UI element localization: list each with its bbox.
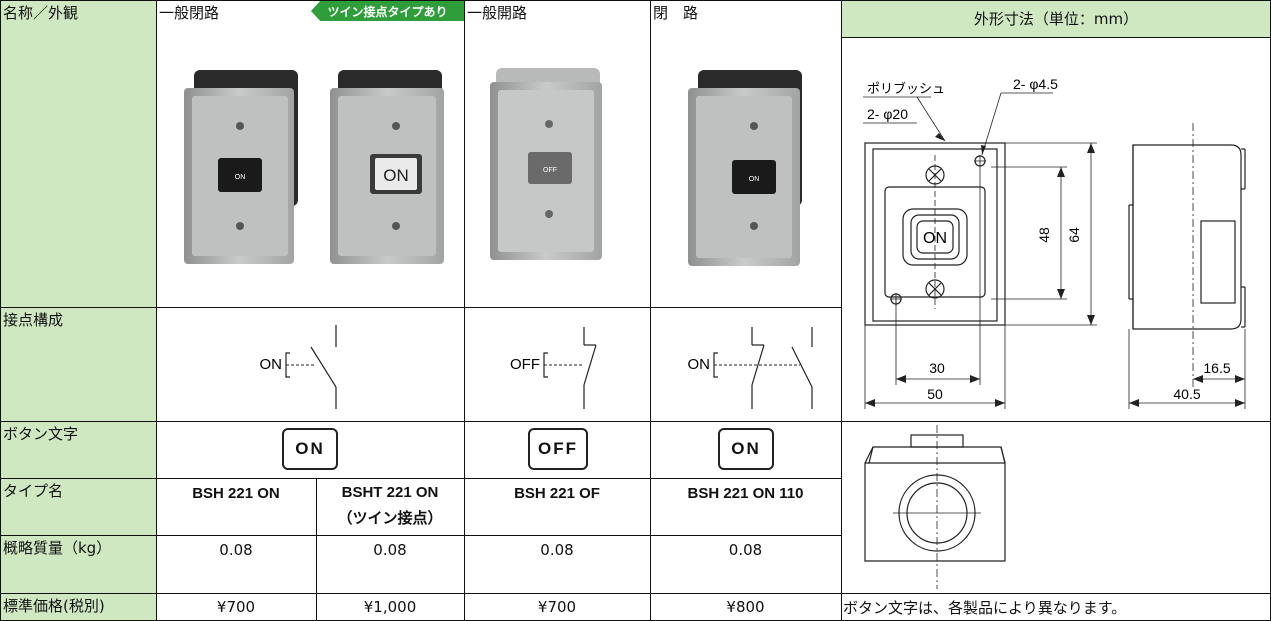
- weight-4-text: 0.08: [728, 541, 763, 559]
- price-2-text: ¥1,000: [363, 598, 417, 616]
- col-header-2: 一般開路: [464, 0, 650, 30]
- photo-box-3: OFF: [490, 68, 602, 260]
- price-3: ¥700: [464, 593, 650, 621]
- dim-hole-large-label: 2- φ20: [867, 106, 908, 122]
- price-4: ¥800: [650, 593, 841, 621]
- dim-50-label: 50: [927, 386, 943, 402]
- product-photos: ON ON OFF ON: [184, 68, 802, 266]
- photo-1-label: ON: [235, 174, 246, 181]
- footnote-text: ボタン文字は、各製品により異なります。: [843, 599, 1127, 617]
- price-3-text: ¥700: [537, 598, 577, 616]
- dimension-header: 外形寸法（単位：mm）: [841, 0, 1271, 37]
- label-price-text: 標準価格(税別): [3, 597, 105, 615]
- grid-col3: [464, 0, 465, 621]
- contact-3-label: ON: [688, 356, 711, 373]
- photo-3-label: OFF: [543, 167, 557, 174]
- grid-col5: [841, 0, 842, 621]
- weight-3: 0.08: [464, 535, 650, 565]
- dim-48-label: 48: [1036, 227, 1052, 243]
- button-char-2-text: OFF: [538, 439, 578, 458]
- photo-4-label: ON: [749, 176, 760, 183]
- label-contacts: 接点構成: [0, 307, 156, 421]
- weight-4: 0.08: [650, 535, 841, 565]
- contact-diagram-2: OFF: [510, 327, 597, 409]
- contact-1-label: ON: [260, 356, 283, 373]
- grid-row1: [0, 307, 841, 308]
- price-1-text: ¥700: [216, 598, 256, 616]
- dim-64-label: 64: [1066, 227, 1082, 243]
- contact-diagram-1: ON: [260, 325, 337, 409]
- type-name-2-line1: BSHT 221 ON: [341, 484, 439, 501]
- label-button-text: ボタン文字: [0, 421, 156, 478]
- dim-bushing-label: ポリブッシュ: [867, 81, 945, 96]
- dim-on-mark: ON: [923, 230, 947, 247]
- photo-box-1: ON: [184, 70, 298, 264]
- weight-1: 0.08: [156, 535, 316, 565]
- type-name-3: BSH 221 OF: [464, 478, 650, 508]
- grid-row5: [0, 593, 1271, 594]
- weight-2-text: 0.08: [373, 541, 407, 559]
- weight-3-text: 0.08: [540, 541, 574, 559]
- dim-40-5-label: 40.5: [1173, 386, 1200, 402]
- label-price: 標準価格(税別): [0, 593, 156, 621]
- label-weight: 概略質量（kg）: [0, 535, 156, 593]
- label-contacts-text: 接点構成: [3, 311, 64, 329]
- type-name-1: BSH 221 ON: [156, 478, 316, 508]
- label-name-text: 名称／外観: [3, 4, 79, 22]
- type-name-2-line2: （ツイン接点）: [337, 510, 443, 527]
- grid-row3: [0, 478, 841, 479]
- type-name-2: BSHT 221 ON （ツイン接点）: [316, 478, 464, 535]
- dim-hole-small-label: 2- φ4.5: [1013, 76, 1058, 92]
- grid-header-line: [841, 37, 1271, 38]
- label-weight-text: 概略質量（kg）: [3, 539, 112, 557]
- button-char-2: OFF: [528, 428, 588, 470]
- price-1: ¥700: [156, 593, 316, 621]
- price-2: ¥1,000: [316, 593, 464, 621]
- grid-col1: [156, 0, 157, 621]
- dimension-drawing: ポリブッシュ 2- φ20 2- φ4.5 ON 48 64 30 50 16.…: [863, 76, 1246, 409]
- footnote: ボタン文字は、各製品により異なります。: [843, 597, 1271, 621]
- label-button-text-text: ボタン文字: [3, 425, 79, 443]
- grid-col0: [0, 0, 1, 621]
- button-char-3-text: ON: [731, 439, 761, 458]
- col-header-3: 閉 路: [650, 0, 841, 30]
- photo-box-2: ON: [330, 70, 444, 264]
- grid-top: [0, 0, 1271, 1]
- contact-diagram-3: ON: [688, 327, 813, 409]
- grid-row2: [0, 421, 1271, 422]
- type-name-1-text: BSH 221 ON: [192, 484, 280, 502]
- type-name-3-text: BSH 221 OF: [514, 484, 600, 502]
- price-4-text: ¥800: [726, 598, 765, 616]
- label-type-text: タイプ名: [3, 482, 64, 500]
- col-header-1: 一般閉路: [156, 0, 316, 30]
- dim-16-5-label: 16.5: [1203, 360, 1230, 376]
- photo-2-label: ON: [383, 166, 409, 185]
- contact-2-label: OFF: [510, 356, 540, 373]
- button-char-1-text: ON: [295, 439, 325, 458]
- photo-box-4: ON: [688, 70, 802, 266]
- button-char-3: ON: [718, 428, 774, 470]
- dim-30-label: 30: [929, 360, 945, 376]
- weight-2: 0.08: [316, 535, 464, 565]
- type-name-4-text: BSH 221 ON 110: [687, 484, 804, 502]
- label-name: 名称／外観: [0, 0, 156, 307]
- label-type: タイプ名: [0, 478, 156, 535]
- bottom-view-drawing: [864, 425, 1006, 589]
- weight-1-text: 0.08: [219, 541, 253, 559]
- twin-contact-tag-text: ツイン接点タイプあり: [327, 4, 448, 19]
- button-char-1: ON: [282, 428, 338, 470]
- grid-col4: [650, 0, 651, 621]
- col-header-1-text: 一般閉路: [159, 4, 220, 22]
- type-name-4: BSH 221 ON 110: [650, 478, 841, 508]
- col-header-3-text: 閉 路: [653, 4, 699, 22]
- twin-contact-tag: ツイン接点タイプあり: [311, 1, 464, 21]
- grid-row4: [0, 535, 841, 536]
- grid-col2a: [316, 478, 317, 621]
- col-header-2-text: 一般開路: [467, 4, 528, 22]
- dimension-header-text: 外形寸法（単位：mm）: [973, 10, 1139, 28]
